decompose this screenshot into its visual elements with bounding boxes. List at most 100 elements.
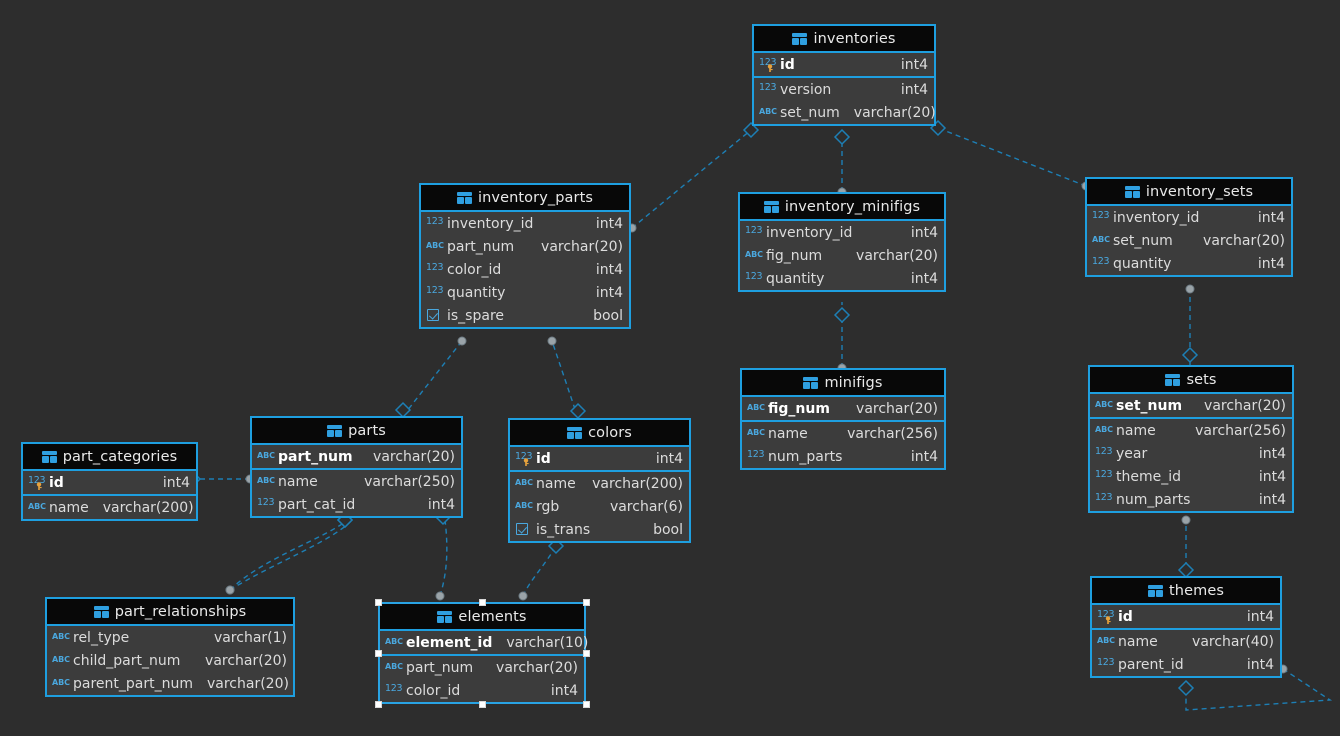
relationship-diamond-marker[interactable]: [1181, 346, 1199, 364]
relationship-line[interactable]: [439, 519, 448, 597]
relationship-diamond-marker[interactable]: [833, 306, 851, 324]
relationship-endpoint-dot[interactable]: [435, 591, 445, 601]
relationship-endpoint-dot[interactable]: [1181, 515, 1191, 525]
relationship-line[interactable]: [551, 340, 579, 419]
relationship-line[interactable]: [229, 521, 346, 591]
table-header[interactable]: inventory_sets: [1087, 179, 1291, 206]
relationship-diamond-marker[interactable]: [1177, 561, 1195, 579]
relationship-endpoint-dot[interactable]: [547, 336, 557, 346]
table-header[interactable]: sets: [1090, 367, 1292, 394]
table-name: inventory_minifigs: [784, 198, 921, 215]
relationship-line[interactable]: [229, 521, 351, 591]
table-header[interactable]: elements: [380, 604, 584, 631]
column-name: is_spare: [447, 307, 505, 324]
resize-handle[interactable]: [582, 649, 590, 657]
resize-handle[interactable]: [374, 598, 382, 606]
resize-handle[interactable]: [478, 598, 486, 606]
resize-handle[interactable]: [374, 700, 382, 708]
table-header[interactable]: part_categories: [23, 444, 196, 471]
relationship-line[interactable]: [937, 127, 1087, 187]
relationship-diamond-marker[interactable]: [833, 128, 851, 146]
resize-handle[interactable]: [582, 598, 590, 606]
table-header[interactable]: inventory_parts: [421, 185, 629, 212]
table-header[interactable]: minifigs: [742, 370, 944, 397]
resize-handle[interactable]: [582, 700, 590, 708]
relationship-endpoint-dot[interactable]: [225, 585, 235, 595]
relationship-line[interactable]: [522, 548, 555, 597]
relationship-line[interactable]: [631, 129, 752, 229]
relationship-diamond-marker[interactable]: [394, 401, 412, 419]
table-header[interactable]: colors: [510, 420, 689, 447]
relationship-diamond-marker[interactable]: [1177, 679, 1195, 697]
relationship-endpoint-dot[interactable]: [225, 585, 235, 595]
resize-handle[interactable]: [374, 649, 382, 657]
relationship-line[interactable]: [402, 340, 463, 417]
relationship-endpoint-dot[interactable]: [518, 591, 528, 601]
resize-handle[interactable]: [478, 700, 486, 708]
table-header[interactable]: inventory_minifigs: [740, 194, 944, 221]
relationship-endpoint-dot[interactable]: [1185, 284, 1195, 294]
table-header[interactable]: themes: [1092, 578, 1280, 605]
table-header[interactable]: inventories: [754, 26, 934, 53]
relationship-diamond-marker[interactable]: [569, 402, 587, 420]
table-header[interactable]: part_relationships: [47, 599, 293, 626]
relationship-endpoint-dot[interactable]: [457, 336, 467, 346]
table-header[interactable]: parts: [252, 418, 461, 445]
